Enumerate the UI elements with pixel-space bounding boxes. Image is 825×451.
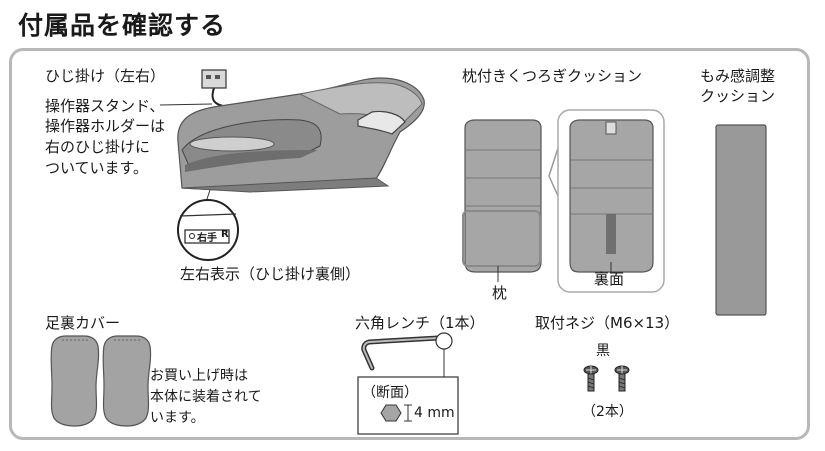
hex-wrench-size: 4 mm [414,405,455,421]
screws-heading: 取付ネジ（M6×13） [535,314,680,332]
pillow-cushion-heading: 枕付きくつろぎクッション [462,67,643,85]
page-title: 付属品を確認する [18,11,227,40]
armrest-note-line-4: ついています。 [45,159,149,177]
screw-right-icon [614,365,630,392]
pillow-label: 枕 [492,284,508,302]
armrest-stamp-letter: R [221,229,229,240]
foot-cover-note-line-3: います。 [150,410,205,426]
armrest-caption: 左右表示（ひじ掛け裏側） [180,265,361,283]
armrest-heading: ひじ掛け（左右） [45,67,166,85]
foot-cover-heading: 足裏カバー [45,314,121,332]
foot-cover-note-line-2: 本体に装着されて [150,389,262,405]
armrest-note-line-2: 操作器ホルダーは [45,117,166,135]
foot-cover-note-line-1: お買い上げ時は [150,368,248,384]
massage-cushion-heading-line-1: もみ感調整 [700,67,776,85]
massage-cushion-heading-line-2: クッション [700,87,776,105]
back-side-label: 裏面 [594,270,625,288]
armrest-note-line-3: 右のひじ掛けに [45,138,151,156]
screws-color-label: 黒 [596,343,610,359]
hex-wrench-heading: 六角レンチ（1本） [355,314,485,332]
screw-left-icon [583,365,599,392]
hex-wrench-section-label: （断面） [362,385,418,401]
accessories-panel [9,48,810,440]
armrest-stamp-text: 右手 [197,233,217,244]
screws-count: （2本） [582,404,633,420]
armrest-note-line-1: 操作器スタンド、 [45,97,165,115]
